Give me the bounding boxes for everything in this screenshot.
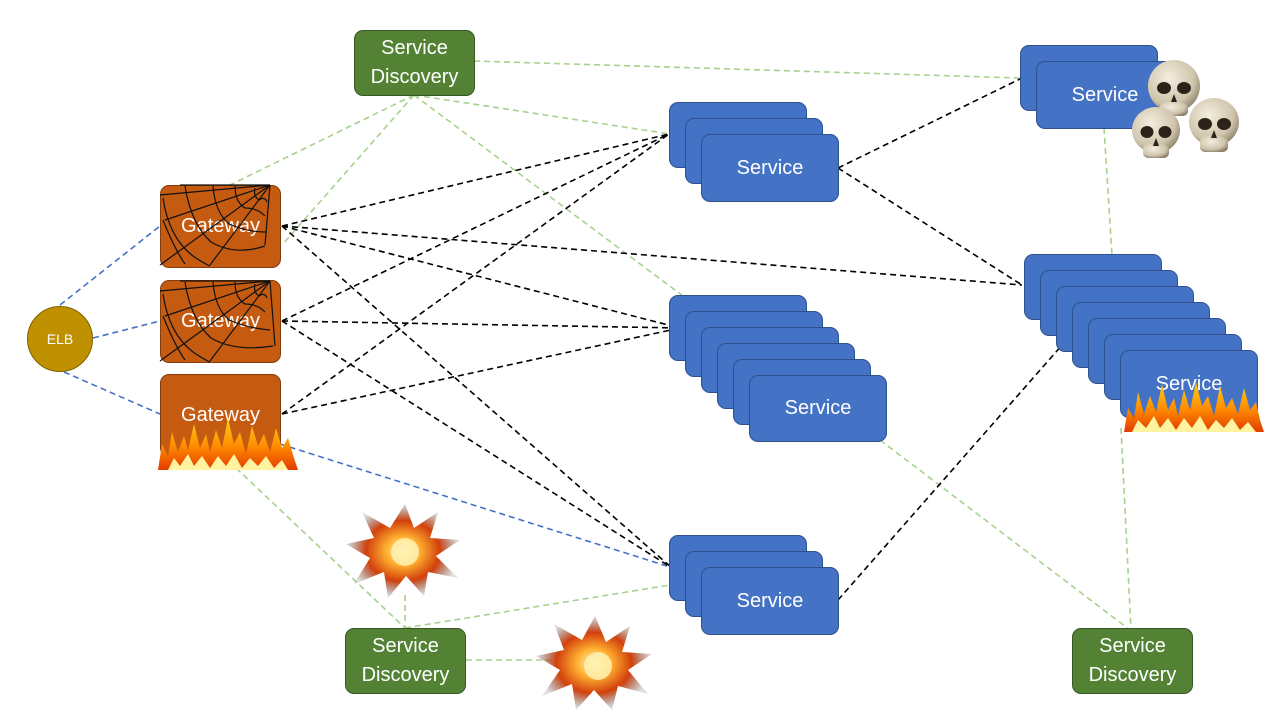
discovery-link xyxy=(413,94,671,135)
service-link xyxy=(281,225,681,329)
discovery-link xyxy=(473,60,1021,79)
elb-link xyxy=(59,225,161,306)
fire-icon xyxy=(158,418,298,470)
cobweb-icon xyxy=(159,280,276,363)
service-label: Service xyxy=(1155,372,1223,395)
elb-label: ELB xyxy=(46,331,74,347)
explosion-icon xyxy=(536,616,652,710)
skull-icon xyxy=(1132,60,1239,158)
elb-link xyxy=(92,320,161,339)
explosion-icon xyxy=(346,504,460,598)
cobweb-icon xyxy=(159,184,271,267)
service-instance[interactable]: Service xyxy=(749,375,887,442)
service-link xyxy=(281,327,681,415)
service-link xyxy=(837,335,1071,601)
service-instance[interactable]: Service xyxy=(701,567,839,635)
discovery-link xyxy=(879,439,1131,631)
service-link xyxy=(281,225,673,569)
service-link xyxy=(837,167,1023,286)
discovery-link xyxy=(281,94,415,246)
discovery-link xyxy=(1103,127,1113,256)
service-link xyxy=(281,133,670,415)
elb-link xyxy=(279,443,671,568)
service-link xyxy=(281,133,670,322)
elb-link xyxy=(63,371,161,415)
gateway-label: Gateway xyxy=(181,404,260,426)
service-link xyxy=(281,320,681,329)
service-link xyxy=(837,77,1023,169)
service-link xyxy=(281,320,673,569)
discovery-link xyxy=(1120,427,1132,631)
service-label: Service xyxy=(1071,83,1139,106)
service-label: Service xyxy=(784,397,852,419)
service-instance[interactable]: Service xyxy=(701,134,839,202)
discovery-link xyxy=(229,94,415,186)
service-link xyxy=(281,133,670,227)
elb-node[interactable]: ELB xyxy=(27,306,93,372)
service-link xyxy=(281,225,1023,286)
discovery-link xyxy=(235,467,406,629)
fire-icon xyxy=(1124,382,1264,432)
service-label: Service xyxy=(736,589,804,612)
discovery-link xyxy=(413,94,684,297)
gateway-label: Gateway xyxy=(181,215,260,237)
service-label: Service xyxy=(736,156,804,179)
discovery-link xyxy=(404,584,671,629)
